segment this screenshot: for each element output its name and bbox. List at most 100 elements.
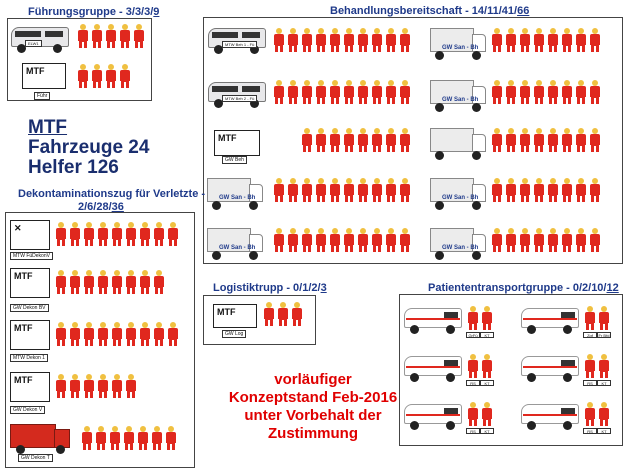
helper-figure	[124, 322, 138, 346]
role-label: KT	[480, 380, 494, 386]
role-label: RS	[583, 380, 597, 386]
helper-figure	[164, 426, 178, 450]
helper-figure	[546, 128, 560, 152]
helper-figure	[300, 80, 314, 104]
note-line: vorläufiger	[274, 371, 352, 388]
helper-figure	[583, 402, 597, 426]
helper-figure	[68, 270, 82, 294]
helper-figure	[560, 228, 574, 252]
helper-figure	[398, 128, 412, 152]
helper-figure	[597, 306, 611, 330]
gw-beh-symbol: MTF	[214, 130, 260, 156]
helper-figure	[96, 222, 110, 246]
logistik-symbol: MTF	[213, 304, 257, 328]
helper-figure	[138, 222, 152, 246]
helper-figure	[532, 128, 546, 152]
helper-figure	[272, 228, 286, 252]
helper-figure	[504, 128, 518, 152]
crew-row	[54, 222, 180, 246]
helper-figure	[588, 80, 602, 104]
helper-figure	[262, 302, 276, 326]
role-label: KT	[597, 428, 611, 434]
helper-figure	[108, 426, 122, 450]
helper-figure	[104, 24, 118, 48]
dekon-symbol: MTF	[10, 320, 50, 350]
helper-figure	[342, 228, 356, 252]
dekon-label: GW Dekon V	[10, 406, 46, 414]
helper-figure	[328, 178, 342, 202]
helper-figure	[328, 80, 342, 104]
helper-figure	[560, 28, 574, 52]
crew-row	[466, 306, 494, 330]
helper-figure	[342, 178, 356, 202]
crew-row	[272, 228, 412, 252]
note-line: Zustimmung	[268, 425, 358, 442]
helper-figure	[138, 270, 152, 294]
helper-figure	[136, 426, 150, 450]
helper-figure	[124, 270, 138, 294]
helper-figure	[370, 80, 384, 104]
gw-san-truck: GW San - Bh	[430, 80, 486, 112]
dekon-title-2: 2/6/28/36	[78, 201, 124, 213]
summary-vehicles: Fahrzeuge 24	[28, 137, 150, 158]
ambulance	[404, 354, 462, 382]
helper-figure	[152, 322, 166, 346]
ambulance	[521, 402, 579, 430]
helper-figure	[82, 222, 96, 246]
crew-row	[583, 354, 611, 378]
helper-figure	[583, 306, 597, 330]
helper-figure	[532, 28, 546, 52]
helper-figure	[68, 322, 82, 346]
helper-figure	[504, 178, 518, 202]
helper-figure	[356, 28, 370, 52]
helper-figure	[370, 228, 384, 252]
role-label: RS	[466, 428, 480, 434]
helper-figure	[82, 322, 96, 346]
fuehrung-title: Führungsgruppe - 3/3/3/9	[28, 6, 160, 18]
ambulance	[404, 306, 462, 334]
helper-figure	[68, 222, 82, 246]
mtw-beh-1: MTW Beh 1 - Fü	[208, 26, 266, 54]
helper-figure	[342, 28, 356, 52]
helper-figure	[532, 178, 546, 202]
helper-figure	[166, 222, 180, 246]
role-label: KT	[597, 380, 611, 386]
helper-figure	[574, 128, 588, 152]
helper-figure	[546, 28, 560, 52]
helper-figure	[96, 270, 110, 294]
helper-figure	[54, 222, 68, 246]
helper-figure	[54, 322, 68, 346]
helper-figure	[384, 80, 398, 104]
ambulance	[521, 306, 579, 334]
helper-figure	[518, 178, 532, 202]
dekon-label: MTW Dekon 1	[10, 354, 48, 362]
helper-figure	[272, 178, 286, 202]
helper-figure	[370, 178, 384, 202]
helper-figure	[588, 228, 602, 252]
role-label: Zgf	[583, 332, 597, 338]
role-label: Fr Bfd	[597, 332, 611, 338]
helper-figure	[480, 402, 494, 426]
helper-figure	[118, 64, 132, 88]
helper-figure	[384, 28, 398, 52]
helper-figure	[518, 228, 532, 252]
helper-figure	[466, 306, 480, 330]
helper-figure	[518, 128, 532, 152]
crew-row	[80, 426, 178, 450]
role-label: GrFü	[466, 332, 480, 338]
helper-figure	[490, 80, 504, 104]
helper-figure	[342, 80, 356, 104]
crew-row	[54, 322, 180, 346]
helper-figure	[80, 426, 94, 450]
helper-figure	[588, 128, 602, 152]
gw-san-truck: GW San - Bh	[207, 228, 263, 260]
helper-figure	[574, 80, 588, 104]
helper-figure	[90, 64, 104, 88]
crew-row	[490, 178, 602, 202]
gw-beh-label: GW Beh	[222, 156, 247, 164]
role-label: RS	[466, 380, 480, 386]
